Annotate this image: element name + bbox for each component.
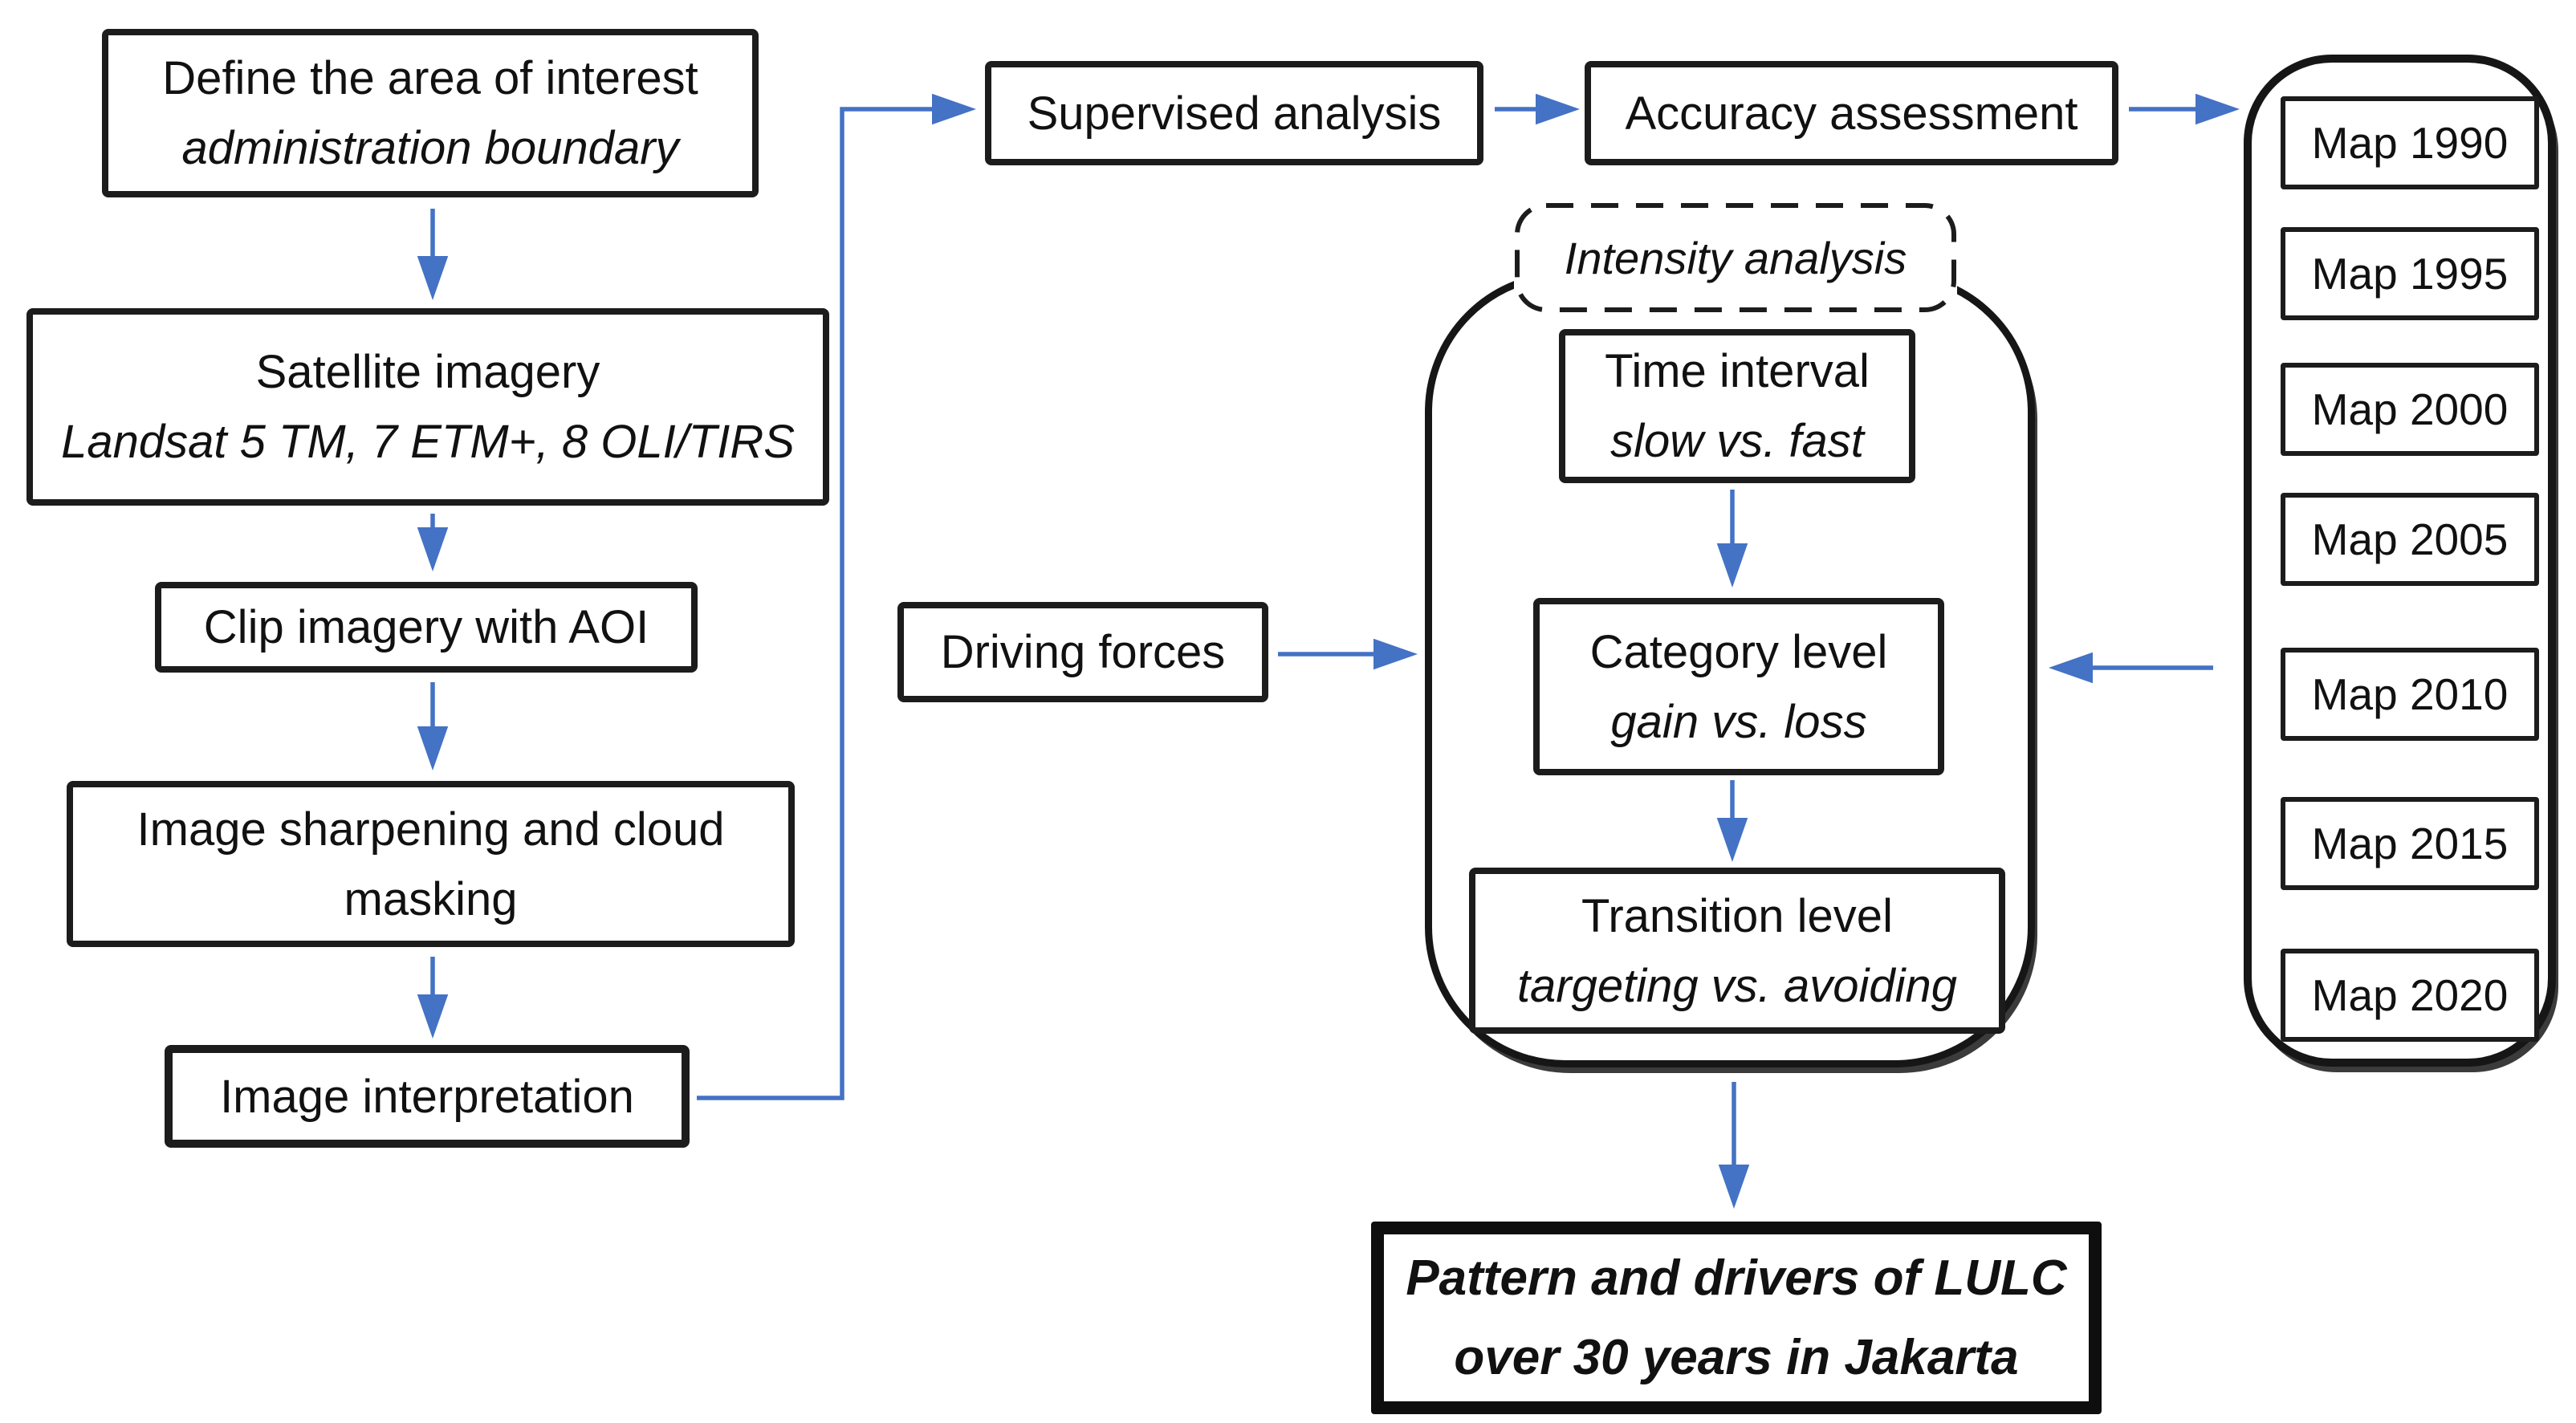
map-2010-box: Map 2010 [2281, 648, 2539, 741]
category-level-line2: gain vs. loss [1610, 695, 1867, 748]
satellite-imagery-line1: Satellite imagery [255, 346, 600, 398]
pattern-drivers-line2: over 30 years in Jakarta [1454, 1330, 2019, 1385]
clip-imagery-label: Clip imagery with AOI [203, 601, 649, 653]
node-transition-level: Transition level targeting vs. avoiding [1469, 868, 2005, 1034]
node-driving-forces: Driving forces [897, 602, 1268, 702]
map-2000-box: Map 2000 [2281, 363, 2539, 456]
transition-level-line1: Transition level [1581, 889, 1893, 942]
transition-level-line2: targeting vs. avoiding [1516, 959, 1958, 1012]
define-aoi-line2: administration boundary [181, 122, 679, 174]
map-1990-box: Map 1990 [2281, 96, 2539, 189]
map-2015-box: Map 2015 [2281, 797, 2539, 890]
node-pattern-drivers: Pattern and drivers of LULC over 30 year… [1371, 1222, 2102, 1414]
define-aoi-line1: Define the area of interest [162, 52, 698, 104]
image-sharpening-line1: Image sharpening and cloud [136, 803, 725, 856]
node-accuracy-assessment: Accuracy assessment [1585, 61, 2118, 165]
accuracy-assessment-label: Accuracy assessment [1625, 87, 2078, 140]
satellite-imagery-line2: Landsat 5 TM, 7 ETM+, 8 OLI/TIRS [61, 416, 795, 468]
time-interval-line2: slow vs. fast [1610, 415, 1864, 467]
node-category-level: Category level gain vs. loss [1533, 598, 1944, 775]
intensity-analysis-text: Intensity analysis [1564, 232, 1907, 283]
map-2005-box: Map 2005 [2281, 493, 2539, 586]
maps-panel: Map 1990 Map 1995 Map 2000 Map 2005 Map … [2244, 55, 2556, 1067]
time-interval-line1: Time interval [1605, 345, 1870, 397]
map-2020-box: Map 2020 [2281, 949, 2539, 1042]
image-sharpening-line2: masking [344, 872, 518, 925]
intensity-analysis-label: Intensity analysis [1514, 202, 1957, 313]
image-interpretation-label: Image interpretation [220, 1070, 634, 1123]
node-supervised-analysis: Supervised analysis [985, 61, 1483, 165]
node-satellite-imagery: Satellite imagery Landsat 5 TM, 7 ETM+, … [26, 308, 829, 506]
category-level-line1: Category level [1589, 625, 1888, 678]
dashed-border [1515, 203, 1956, 312]
driving-forces-label: Driving forces [940, 626, 1226, 678]
node-define-aoi: Define the area of interest administrati… [102, 29, 759, 197]
pattern-drivers-line1: Pattern and drivers of LULC [1406, 1250, 2067, 1306]
node-clip-imagery: Clip imagery with AOI [155, 582, 698, 673]
map-1995-box: Map 1995 [2281, 227, 2539, 320]
node-image-interpretation: Image interpretation [165, 1045, 690, 1148]
supervised-analysis-label: Supervised analysis [1027, 87, 1442, 140]
node-image-sharpening: Image sharpening and cloud masking [67, 781, 795, 947]
node-time-interval: Time interval slow vs. fast [1559, 329, 1915, 483]
